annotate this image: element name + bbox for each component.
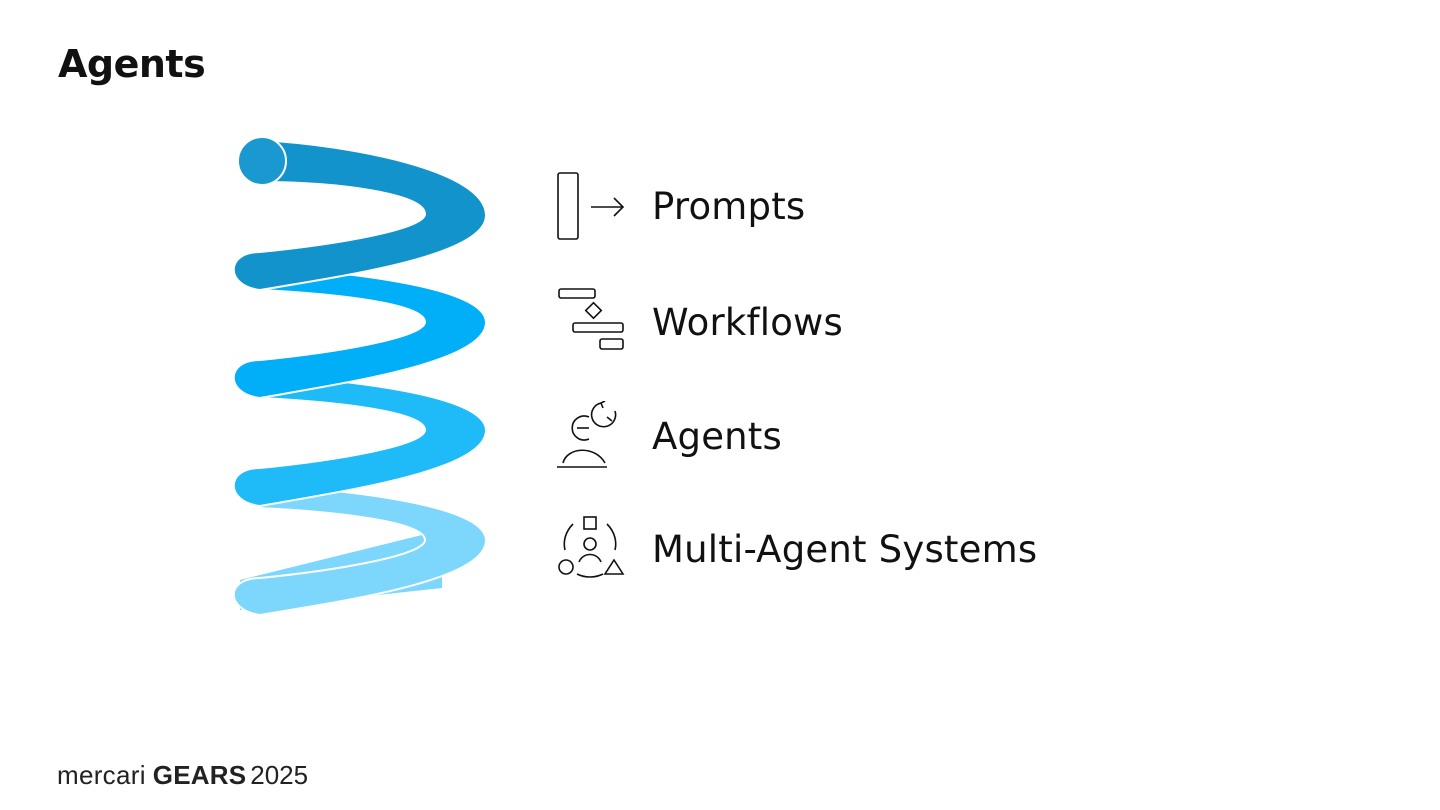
event-name: GEARS: [152, 760, 247, 790]
spiral-loop-3: [232, 373, 488, 508]
footer-logo: mercari GEARS 2025: [57, 760, 308, 791]
list-item-prompts: Prompts: [555, 171, 805, 241]
spiral-loop-1: [232, 138, 488, 292]
item-label: Prompts: [652, 184, 806, 228]
spiral-start-cap: [237, 136, 287, 186]
workflow-flowchart-icon: [558, 288, 624, 350]
prompt-arrow-icon: [557, 172, 625, 240]
spiral-loop-2: [232, 265, 488, 400]
list-item-workflows: Workflows: [555, 287, 843, 357]
item-label: Workflows: [652, 300, 843, 344]
list-item-agents: Agents: [555, 401, 782, 471]
item-label: Agents: [652, 414, 782, 458]
brand-name: mercari: [57, 760, 146, 790]
item-label: Multi-Agent Systems: [652, 527, 1038, 571]
multi-agent-network-icon: [558, 516, 625, 578]
spiral-loop-4: [232, 483, 488, 617]
agent-person-cycle-icon: [557, 401, 617, 468]
list-item-multi-agent-systems: Multi-Agent Systems: [555, 514, 1037, 584]
page-title: Agents: [58, 42, 206, 86]
event-year: 2025: [250, 760, 309, 790]
spiral-graphic: [232, 136, 488, 617]
